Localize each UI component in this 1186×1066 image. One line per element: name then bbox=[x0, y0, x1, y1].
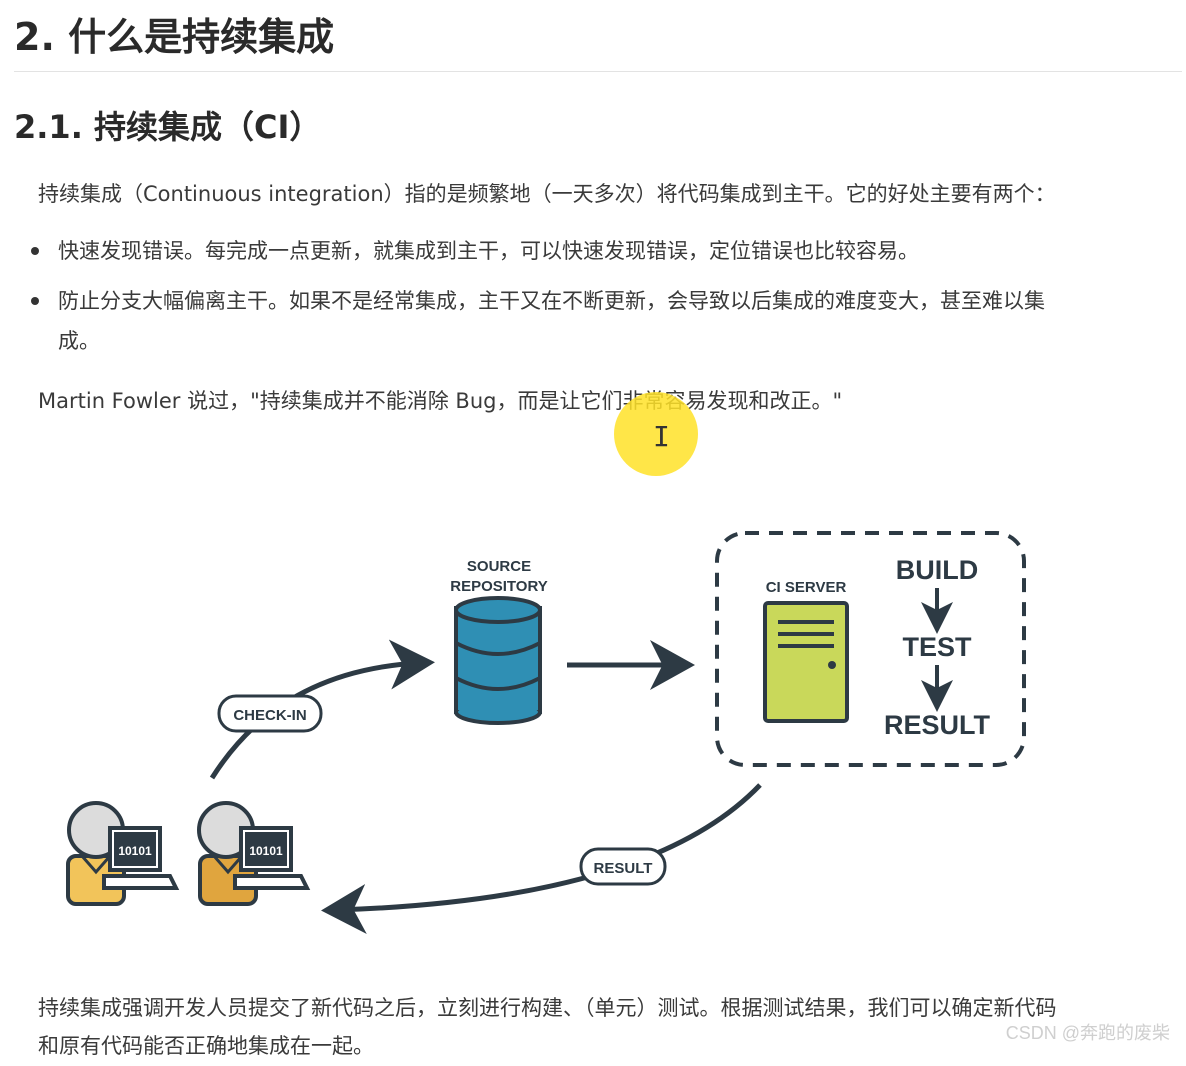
bottom-paragraph-line-2: 和原有代码能否正确地集成在一起。 bbox=[38, 1034, 374, 1058]
developer-1: 10101 bbox=[66, 801, 180, 906]
checkin-pill: CHECK-IN bbox=[217, 694, 323, 733]
result-pill-label: RESULT bbox=[594, 860, 653, 877]
ci-diagram: CHECK-IN SOURCE REPOSITORY CI SERVER BU bbox=[66, 531, 1026, 935]
watermark: CSDN @奔跑的废柴 bbox=[1005, 1023, 1170, 1043]
intro-paragraph: 持续集成（Continuous integration）指的是频繁地（一天多次）… bbox=[38, 182, 1056, 206]
source-label-2: REPOSITORY bbox=[450, 578, 548, 595]
list-item-text: 防止分支大幅偏离主干。如果不是经常集成，主干又在不断更新，会导致以后集成的难度变… bbox=[58, 289, 1045, 313]
page-title: 2. 什么是持续集成 bbox=[14, 15, 335, 59]
bullet-icon bbox=[31, 247, 39, 255]
result-pill: RESULT bbox=[579, 847, 667, 886]
source-label-1: SOURCE bbox=[467, 558, 531, 575]
result-label: RESULT bbox=[884, 710, 991, 740]
quote-paragraph: Martin Fowler 说过，"持续集成并不能消除 Bug，而是让它们非常容… bbox=[38, 389, 843, 413]
ci-box bbox=[715, 531, 1026, 767]
bullet-icon bbox=[31, 297, 39, 305]
text-cursor-icon: I bbox=[653, 420, 670, 453]
database-icon bbox=[454, 596, 542, 725]
dev1-code: 10101 bbox=[118, 844, 152, 858]
bottom-paragraph-line-1: 持续集成强调开发人员提交了新代码之后，立刻进行构建、（单元）测试。根据测试结果，… bbox=[38, 996, 1057, 1020]
test-label: TEST bbox=[902, 632, 972, 662]
divider bbox=[14, 71, 1182, 72]
list-item: 快速发现错误。每完成一点更新，就集成到主干，可以快速发现错误，定位错误也比较容易… bbox=[22, 231, 1172, 271]
dev2-code: 10101 bbox=[249, 844, 283, 858]
ci-server-label: CI SERVER bbox=[766, 579, 847, 596]
developer-2: 10101 bbox=[197, 801, 311, 906]
server-icon bbox=[763, 601, 849, 723]
list-item-text: 快速发现错误。每完成一点更新，就集成到主干，可以快速发现错误，定位错误也比较容易… bbox=[58, 239, 919, 263]
list-item-text-continued: 成。 bbox=[58, 329, 100, 353]
result-arrow bbox=[321, 783, 762, 935]
section-title: 2.1. 持续集成（CI） bbox=[14, 108, 322, 146]
build-label: BUILD bbox=[896, 555, 979, 585]
benefit-list: 快速发现错误。每完成一点更新，就集成到主干，可以快速发现错误，定位错误也比较容易… bbox=[22, 231, 1172, 371]
cursor-highlight bbox=[614, 392, 698, 476]
checkin-label: CHECK-IN bbox=[233, 707, 306, 724]
list-item: 防止分支大幅偏离主干。如果不是经常集成，主干又在不断更新，会导致以后集成的难度变… bbox=[22, 281, 1172, 361]
